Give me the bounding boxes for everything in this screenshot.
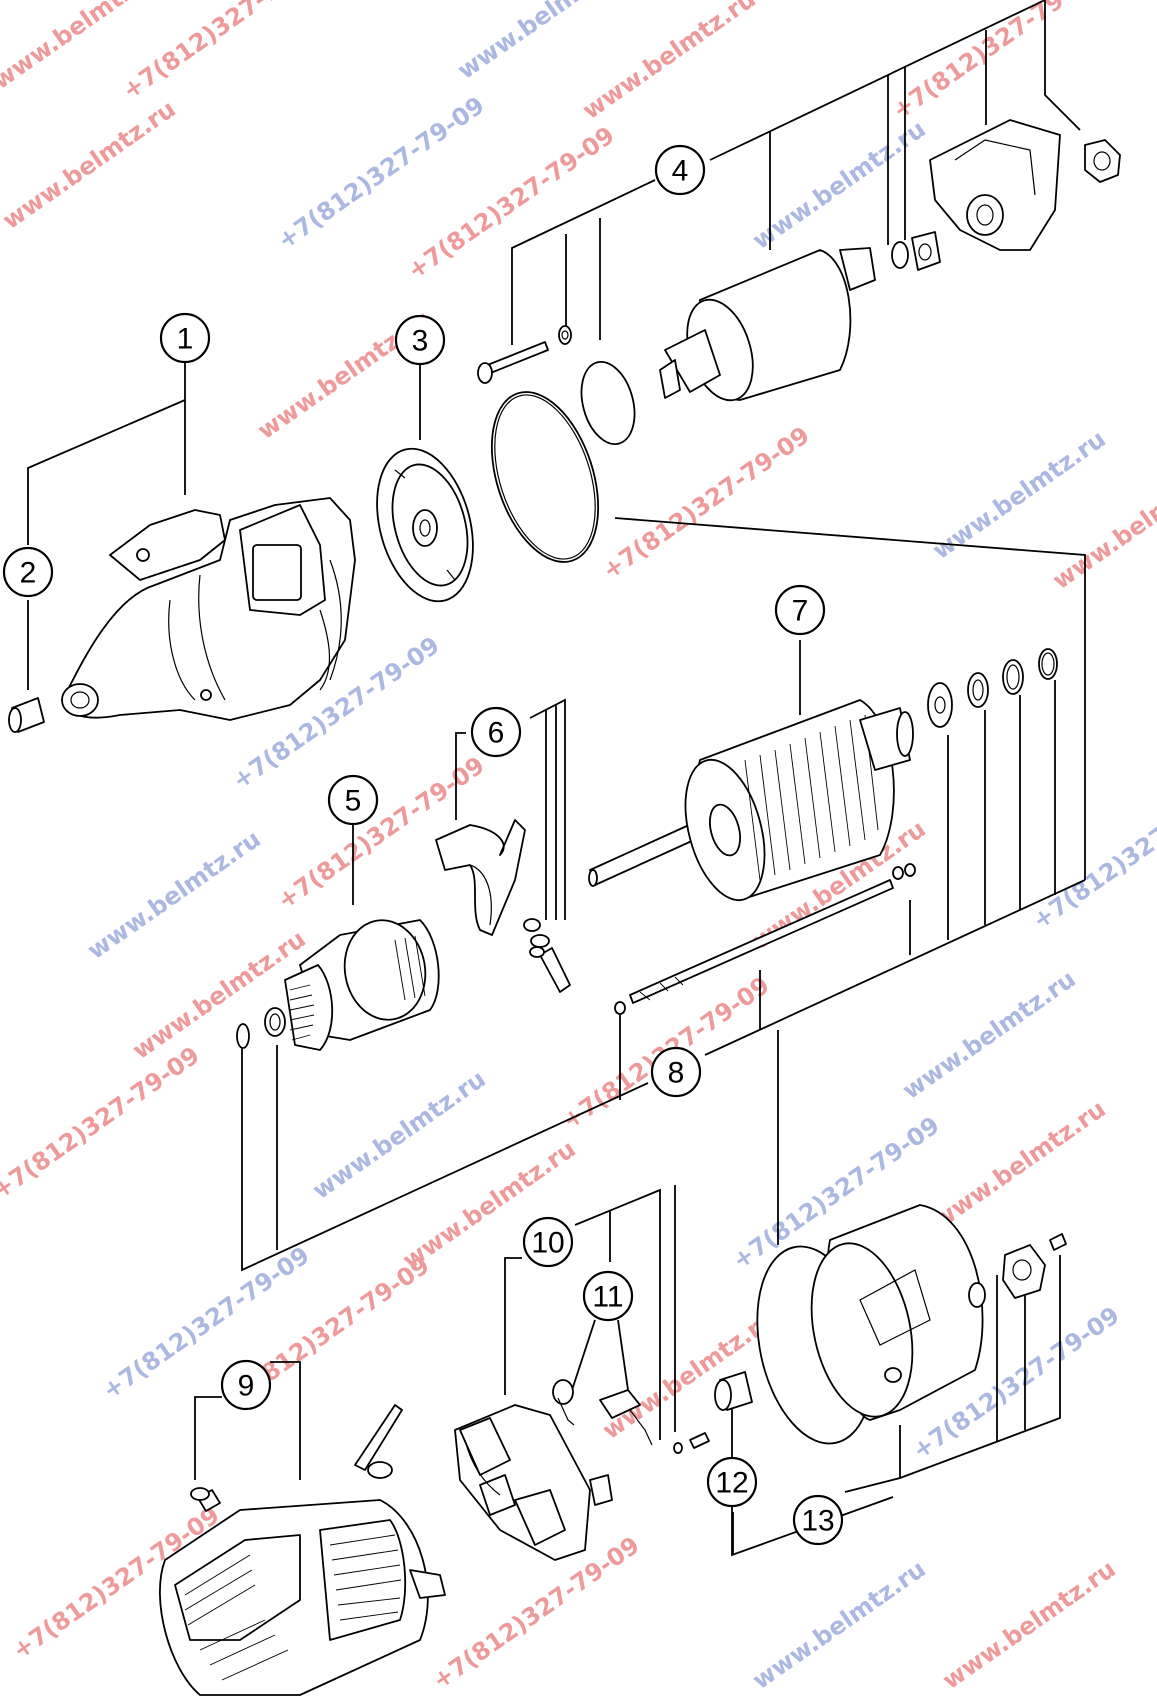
callout-3: 3 [394, 314, 446, 366]
pinion-stop-rings [236, 1007, 286, 1049]
callout-2: 2 [2, 546, 54, 598]
callout-8: 8 [650, 1046, 702, 1098]
callout-4-label: 4 [672, 155, 689, 188]
watermark-site: www.belmtz.ru [897, 965, 1080, 1105]
leader-4-a [511, 179, 656, 345]
through-bolt-part [614, 863, 916, 1015]
bushing-part [8, 697, 45, 733]
leader-1-2 [27, 399, 186, 545]
callout-13: 13 [792, 1494, 844, 1546]
watermark-phone: +7(812)327-79-09 [887, 0, 1104, 125]
engagement-lever-part [435, 819, 571, 993]
leader-9-b [270, 1361, 301, 1480]
callout-5: 5 [327, 774, 379, 826]
brushes-springs-part [552, 1379, 710, 1454]
callout-6: 6 [470, 706, 522, 758]
leader-8-e [241, 1035, 649, 1272]
leader-10-a [504, 1257, 522, 1395]
leader-8-a [704, 879, 1086, 1056]
solenoid-screw-part [477, 325, 572, 384]
callout-12: 12 [706, 1456, 758, 1508]
armature-part [588, 699, 914, 902]
watermark-site: www.belmtz.ru [452, 0, 635, 85]
callout-6-label: 6 [488, 717, 505, 750]
watermark-site: www.belmtz.ru [82, 825, 265, 965]
watermark-site: www.belmtz.ru [577, 0, 760, 125]
watermark-site: www.belmtz.ru [927, 1095, 1110, 1235]
callout-1: 1 [159, 312, 211, 364]
callout-5-label: 5 [345, 785, 362, 818]
callout-11-label: 11 [592, 1281, 623, 1314]
field-winding-part [159, 1404, 446, 1696]
o-ring-large [490, 391, 600, 563]
watermark-site: www.belmtz.ru [747, 1555, 930, 1695]
o-ring-small [580, 361, 636, 445]
watermark-phone: +7(812)327-79-09 [117, 0, 334, 105]
solenoid-switch-part [659, 231, 941, 402]
callout-12-label: 12 [715, 1467, 748, 1500]
callout-13-label: 13 [801, 1505, 834, 1538]
watermark-site: www.belmtz.ru [307, 1065, 490, 1205]
leader-lines [27, 0, 1086, 1557]
brush-holder-part [454, 1404, 613, 1561]
drive-end-housing-part [61, 497, 356, 721]
callout-7-label: 7 [792, 595, 809, 628]
watermark-site: www.belmtz.ru [937, 1555, 1120, 1695]
watermark-site: www.belmtz.ru [747, 115, 930, 255]
watermark-phone: +7(812)327-79-09 [427, 1531, 644, 1695]
callout-9: 9 [220, 1359, 272, 1411]
leader-11-b [617, 1319, 629, 1391]
watermark-site: www.belmtz.ru [127, 925, 310, 1065]
callout-layer: 1 2 3 4 5 6 7 8 [2, 144, 844, 1546]
leader-ring-7 [614, 517, 1086, 880]
pinion-drive-part [284, 919, 440, 1051]
parts-layer [8, 119, 1121, 1696]
callout-8-label: 8 [668, 1057, 685, 1090]
leader-11-a [571, 1319, 596, 1391]
leader-4-d [709, 0, 1081, 161]
callout-10-label: 10 [531, 1227, 564, 1260]
callout-10: 10 [522, 1216, 574, 1268]
solenoid-cap-part [929, 119, 1061, 251]
armature-washers [927, 648, 1058, 728]
callout-3-label: 3 [412, 325, 429, 358]
leader-10-b [574, 1188, 661, 1440]
watermark-phone: +7(812)327-79-09 [1027, 771, 1157, 935]
leader-13-a [844, 1425, 901, 1493]
watermark-phone: +7(812)327-79-09 [597, 421, 814, 585]
leader-9 [194, 1396, 222, 1480]
o-ring-large-inner [494, 394, 596, 560]
callout-9-label: 9 [238, 1370, 255, 1403]
ce-cover-part [756, 1204, 1067, 1445]
callout-7: 7 [774, 584, 826, 636]
callout-4: 4 [654, 144, 706, 196]
watermark-site: www.belmtz.ru [597, 1305, 780, 1445]
callout-2-label: 2 [20, 557, 37, 590]
callout-11: 11 [582, 1270, 634, 1322]
callout-1-label: 1 [177, 323, 194, 356]
leader-13-b [899, 1255, 1061, 1479]
leader-6-b [529, 698, 566, 920]
ce-bushing-part [714, 1371, 753, 1411]
intermediate-plate-part [376, 447, 474, 603]
leader-6-a [455, 732, 466, 820]
watermark-phone: +7(812)327-79-09 [0, 1041, 205, 1205]
watermark-site: www.belmtz.ru [0, 95, 181, 235]
nut-part [1084, 139, 1121, 183]
